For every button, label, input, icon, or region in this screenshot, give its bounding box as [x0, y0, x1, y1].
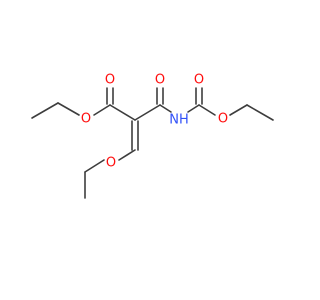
bond-o-ester-carbon [93, 104, 111, 116]
atom-label-nh: NH [169, 113, 189, 128]
atom-label-enol-ether-oxygen: O [106, 156, 116, 171]
atom-label-ester-ether-oxygen: O [81, 112, 91, 127]
bond-carbamate-ch2-ch3 [246, 104, 274, 121]
bond-n-carbamate-c [187, 104, 200, 113]
bond-ethyl-ch3-ch2 [31, 102, 59, 119]
bond-carbamate-c-o [198, 104, 216, 116]
structure-canvas: O O O NH O O O [31, 73, 274, 199]
molecule-diagram: O O O NH O O O [31, 73, 274, 199]
bond-alpha-amide-c [134, 104, 161, 121]
bond-ethyl-ch2-o [57, 102, 80, 116]
atom-label-carbamate-ether-oxygen: O [218, 112, 228, 127]
bond-ch-enol-o [118, 149, 136, 161]
atom-label-carbamate-carbonyl-oxygen: O [194, 73, 204, 88]
atom-label-ester-carbonyl-oxygen: O [105, 73, 115, 88]
bond-amide-c-n [159, 104, 172, 113]
bond-carbamate-o-ch2 [229, 104, 248, 116]
bond-enol-o-ch2 [84, 159, 105, 173]
atom-label-amide-carbonyl-oxygen: O [155, 73, 165, 88]
bond-ester-c-alpha [109, 104, 136, 121]
